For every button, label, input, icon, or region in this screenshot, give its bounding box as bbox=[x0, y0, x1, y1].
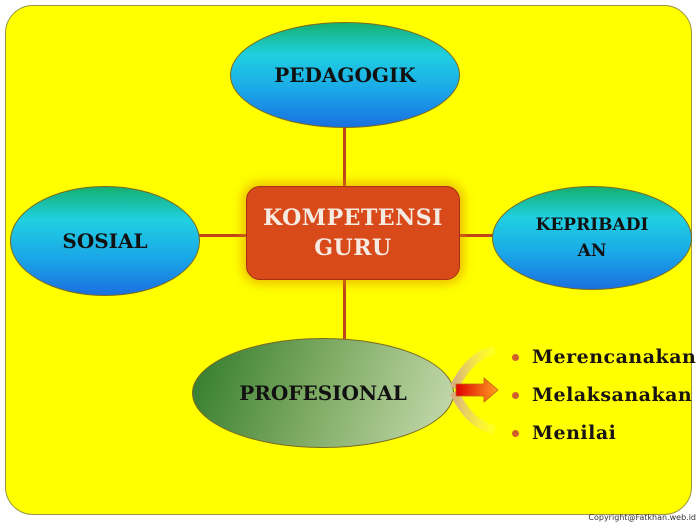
connector-bottom bbox=[343, 280, 346, 340]
node-profesional: PROFESIONAL bbox=[192, 338, 454, 448]
node-profesional-label: PROFESIONAL bbox=[239, 381, 407, 405]
center-label-2: GURU bbox=[314, 235, 392, 261]
bullet-item: Menilai bbox=[512, 414, 696, 452]
connector-right bbox=[458, 234, 494, 237]
node-sosial: SOSIAL bbox=[10, 186, 200, 296]
bullet-dot-icon bbox=[512, 429, 519, 437]
bullet-dot-icon bbox=[512, 353, 519, 361]
connector-left bbox=[198, 234, 248, 237]
bullet-item: Melaksanakan bbox=[512, 376, 696, 414]
branch-arrows-icon bbox=[450, 345, 499, 435]
node-kepribadian-label-2: AN bbox=[577, 241, 607, 261]
center-label-1: KOMPETENSI bbox=[263, 205, 443, 231]
bullet-dot-icon bbox=[512, 391, 519, 399]
bullet-text: Melaksanakan bbox=[532, 384, 693, 406]
profesional-bullet-list: Merencanakan Melaksanakan Menilai bbox=[512, 338, 696, 452]
bullet-text: Menilai bbox=[532, 422, 617, 444]
bullet-text: Merencanakan bbox=[532, 346, 697, 368]
node-kepribadian-label-1: KEPRIBADI bbox=[535, 215, 649, 235]
connector-top bbox=[343, 128, 346, 188]
bullet-item: Merencanakan bbox=[512, 338, 696, 376]
center-box-kompetensi-guru: KOMPETENSI GURU bbox=[246, 186, 460, 280]
node-kepribadian: KEPRIBADI AN bbox=[492, 186, 692, 290]
node-sosial-label: SOSIAL bbox=[62, 229, 148, 253]
node-pedagogik: PEDAGOGIK bbox=[230, 22, 460, 128]
node-pedagogik-label: PEDAGOGIK bbox=[274, 63, 416, 87]
copyright-text: Copyright@Fatkhan.web.id bbox=[588, 513, 696, 522]
